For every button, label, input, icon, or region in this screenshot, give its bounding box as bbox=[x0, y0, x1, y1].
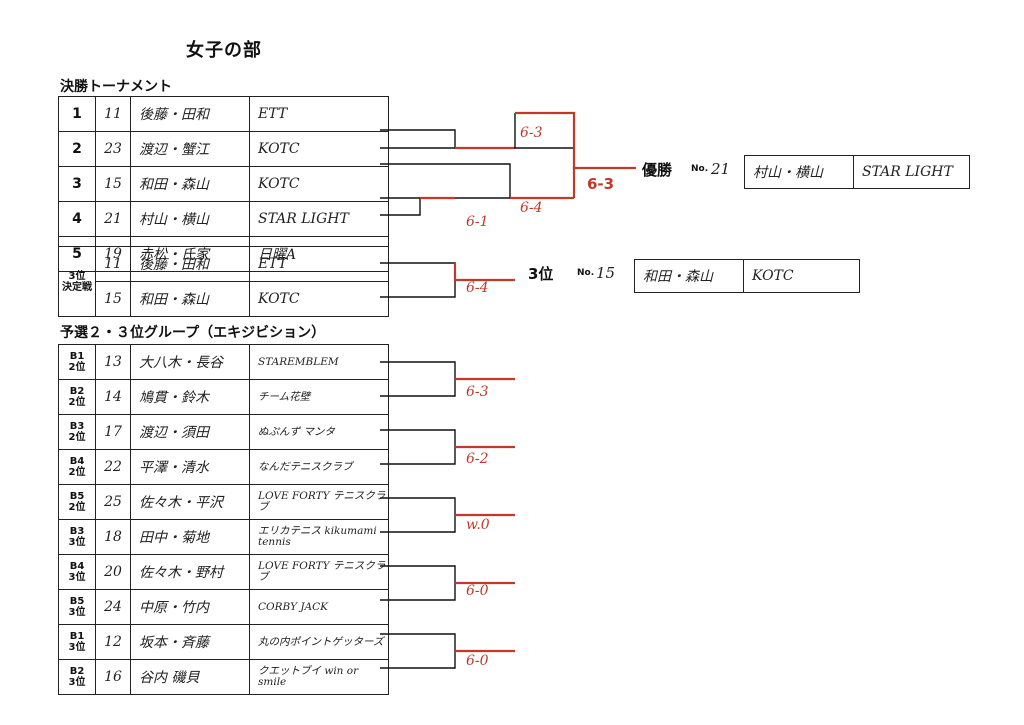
third-place-label: 3位 決定戦 bbox=[58, 246, 96, 317]
entry-number: 17 bbox=[95, 414, 131, 450]
player-names: 佐々木・平沢 bbox=[130, 484, 250, 520]
winner-names: 村山・横山 bbox=[745, 156, 854, 188]
score-r3: 6-4 bbox=[520, 200, 543, 216]
third-result-box: 和田・森山 KOTC bbox=[634, 259, 860, 293]
table-row: 15 和田・森山 KOTC bbox=[59, 281, 389, 317]
third-label-top: 3位 bbox=[68, 270, 86, 282]
seed-cell: 1 bbox=[58, 96, 96, 132]
entry-number: 16 bbox=[95, 659, 131, 695]
score-r2: 6-1 bbox=[466, 214, 489, 230]
team-name: KOTC bbox=[249, 281, 389, 317]
score-group-4: 6-0 bbox=[466, 583, 489, 599]
team-name: LOVE FORTY テニスクラブ bbox=[249, 484, 389, 520]
team-name: STAREMBLEM bbox=[249, 344, 389, 380]
winner-team: STAR LIGHT bbox=[862, 164, 953, 180]
team-name: エリカテニス kikumami tennis bbox=[249, 519, 389, 555]
entry-number: 24 bbox=[95, 589, 131, 625]
team-name: 丸の内ポイントゲッターズ bbox=[249, 624, 389, 660]
third-result-label: 3位 bbox=[528, 265, 554, 283]
player-names: 中原・竹内 bbox=[130, 589, 250, 625]
final-table: 1 11 後藤・田和 ETT 2 23 渡辺・蟹江 KOTC 3 15 和田・森… bbox=[58, 96, 389, 272]
score-final: 6-3 bbox=[587, 175, 614, 193]
winner-label: 優勝 bbox=[642, 161, 673, 179]
entry-number: 13 bbox=[95, 344, 131, 380]
entry-number: 25 bbox=[95, 484, 131, 520]
score-group-1: 6-3 bbox=[466, 384, 489, 400]
score-group-2: 6-2 bbox=[466, 451, 489, 467]
player-names: 平澤・清水 bbox=[130, 449, 250, 485]
seed-cell: 2 bbox=[58, 131, 96, 167]
entry-number: 15 bbox=[95, 166, 131, 202]
team-name: KOTC bbox=[249, 131, 389, 167]
score-group-5: 6-0 bbox=[466, 653, 489, 669]
group-heading: 予選２・３位グループ（エキジビション） bbox=[60, 325, 326, 341]
entry-number: 11 bbox=[95, 96, 131, 132]
table-row: 2 23 渡辺・蟹江 KOTC bbox=[58, 131, 389, 167]
team-name: CORBY JACK bbox=[249, 589, 389, 625]
team-name: ETT bbox=[249, 96, 389, 132]
third-no-label: No. bbox=[577, 268, 595, 278]
final-heading: 決勝トーナメント bbox=[60, 79, 172, 95]
entry-number: 23 bbox=[95, 131, 131, 167]
team-name: LOVE FORTY テニスクラブ bbox=[249, 554, 389, 590]
team-name: クエットブイ win or smile bbox=[249, 659, 389, 695]
player-names: 渡辺・蟹江 bbox=[130, 131, 250, 167]
entry-number: 22 bbox=[95, 449, 131, 485]
player-names: 坂本・斉藤 bbox=[130, 624, 250, 660]
team-name: KOTC bbox=[249, 166, 389, 202]
score-group-3: w.0 bbox=[466, 517, 490, 533]
player-names: 鳩貫・鈴木 bbox=[130, 379, 250, 415]
third-names: 和田・森山 bbox=[635, 260, 744, 292]
player-names: 和田・森山 bbox=[130, 281, 250, 317]
third-team: KOTC bbox=[752, 268, 794, 284]
player-names: 佐々木・野村 bbox=[130, 554, 250, 590]
page-title: 女子の部 bbox=[186, 40, 262, 61]
third-place-table: 3位 決定戦 11 後藤・田和 ETT 15 和田・森山 KOTC bbox=[58, 246, 389, 317]
score-third: 6-4 bbox=[466, 280, 489, 296]
third-number: 15 bbox=[596, 264, 616, 282]
winner-box: 村山・横山 STAR LIGHT bbox=[744, 155, 970, 189]
player-names: 後藤・田和 bbox=[130, 246, 250, 282]
score-r1: 6-3 bbox=[520, 125, 543, 141]
table-row: 4 21 村山・横山 STAR LIGHT bbox=[58, 201, 389, 237]
winner-no-label: No. bbox=[691, 164, 709, 174]
third-label-bottom: 決定戦 bbox=[62, 281, 92, 293]
player-names: 渡辺・須田 bbox=[130, 414, 250, 450]
winner-number: 21 bbox=[711, 160, 731, 178]
entry-number: 12 bbox=[95, 624, 131, 660]
table-row: 3位 決定戦 11 後藤・田和 ETT bbox=[58, 246, 389, 317]
entry-number: 15 bbox=[95, 281, 131, 317]
table-row: 1 11 後藤・田和 ETT bbox=[58, 96, 389, 132]
